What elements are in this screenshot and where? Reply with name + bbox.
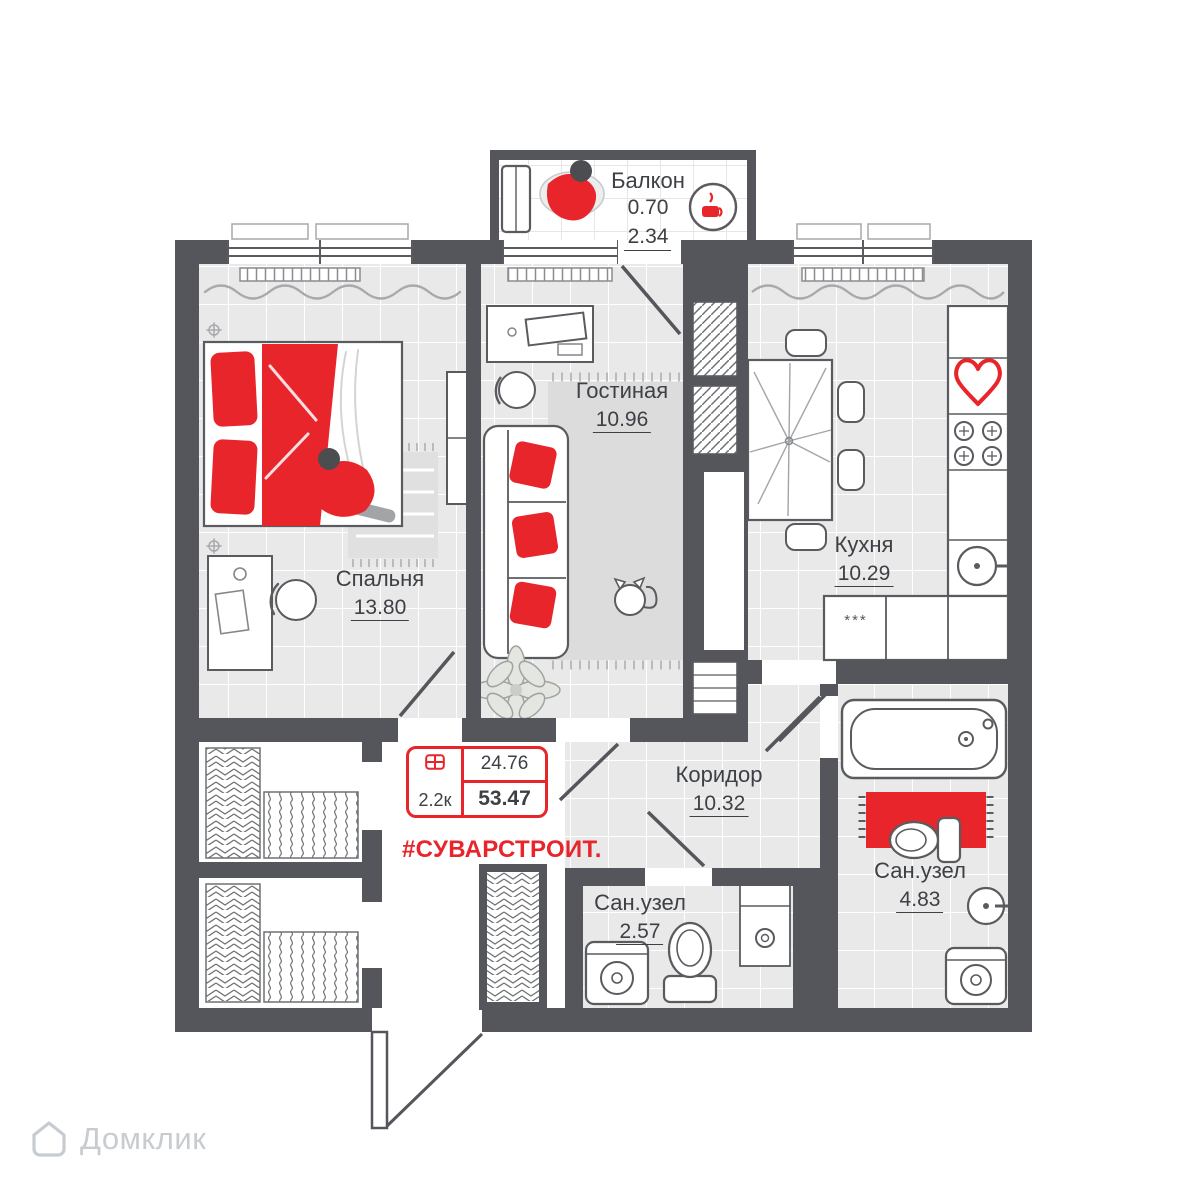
sofa	[482, 424, 570, 660]
tv-desk	[486, 305, 594, 363]
total-area-value: 53.47	[478, 787, 531, 810]
bedroom-desk	[207, 555, 273, 671]
room-area: 13.80	[350, 595, 410, 622]
domclick-house-icon	[32, 1121, 66, 1157]
room-name: Сан.узел	[874, 858, 966, 883]
door-bedroom	[398, 650, 456, 718]
bathroom-large-fixtures	[840, 698, 1008, 1006]
window-bedroom	[227, 240, 413, 264]
room-area: 10.32	[689, 791, 749, 818]
room-name: Спальня	[335, 566, 425, 591]
kitchen-chairs	[785, 329, 865, 551]
watermark-text: Домклик	[80, 1121, 207, 1156]
room-name: Гостиная	[575, 378, 669, 403]
living-room-rug	[548, 372, 686, 670]
bathtub	[840, 698, 1008, 780]
stove	[954, 421, 1002, 466]
door-kitchen	[777, 684, 836, 743]
dining-table	[746, 358, 834, 522]
door-living	[558, 742, 620, 802]
bathroom-large-label: Сан.узел 4.83	[874, 858, 966, 914]
balcony-label: Балкон 0.70 2.34	[611, 168, 685, 251]
room-area: 2.34	[624, 224, 672, 251]
info-box-rule	[464, 779, 545, 783]
bedroom-label: Спальня 13.80	[335, 566, 425, 622]
living-chair	[494, 371, 536, 409]
door-balcony	[620, 264, 682, 336]
doors	[370, 264, 836, 1130]
toilet-large	[888, 816, 962, 864]
washing-machine-small	[584, 940, 650, 1006]
living-room-label: Гостиная 10.96	[575, 378, 669, 434]
kitchen-furniture	[746, 284, 1010, 662]
coffee-cup-icon	[688, 182, 738, 232]
closet-shelving	[205, 747, 261, 859]
living-area-value: 24.76	[480, 753, 529, 774]
kitchen-sink	[956, 545, 1008, 587]
washing-machine-large	[944, 946, 1008, 1006]
living-room-furniture	[471, 305, 658, 735]
info-box-divider	[461, 749, 464, 815]
shaft-vents	[692, 301, 744, 715]
mini-plan-icon	[425, 754, 445, 770]
apartment-info-box: 2.2к 24.76 53.47	[406, 746, 548, 818]
cat-icon	[613, 576, 658, 616]
heart-icon	[954, 358, 1002, 406]
person-illustration-bedroom	[314, 448, 396, 523]
toilet-small	[662, 921, 718, 1004]
cabinet-label: ***	[844, 612, 868, 629]
wardrobe-bedroom	[446, 371, 468, 505]
room-area: 10.96	[592, 407, 652, 434]
apartment-type: 2.2к	[418, 790, 452, 810]
room-area: 2.57	[616, 919, 664, 946]
closets	[205, 747, 547, 1010]
windows	[227, 223, 934, 282]
person-illustration-balcony	[539, 160, 605, 221]
curtain-kitchen	[751, 284, 1005, 300]
room-name: Коридор	[675, 762, 763, 787]
entrance-door	[370, 1030, 484, 1130]
corridor-floor	[565, 742, 820, 868]
closet-rod	[263, 791, 359, 859]
developer-branding: #СУВАРСТРОИТ.	[402, 836, 602, 863]
balcony-items	[500, 160, 738, 234]
window-sills	[231, 223, 931, 240]
kitchen-label: Кухня 10.29	[834, 532, 894, 588]
door-bath-small	[646, 810, 706, 868]
radiators	[239, 267, 925, 282]
room-name: Сан.узел	[594, 890, 686, 915]
room-area: 10.29	[834, 561, 894, 588]
desk-chair	[269, 579, 317, 621]
bathroom-small-fixtures	[584, 875, 791, 1006]
wall-marks	[206, 322, 222, 554]
apartment-areas-cell: 24.76 53.47	[464, 749, 545, 815]
domclick-watermark: Домклик	[28, 1118, 206, 1160]
closet-rod	[263, 931, 359, 1003]
corridor-label: Коридор 10.32	[675, 762, 763, 818]
apartment-type-cell: 2.2к	[409, 749, 461, 815]
bedroom-furniture	[202, 284, 468, 671]
door-bath-large	[764, 695, 822, 753]
closet-shelving	[205, 883, 261, 1003]
bathroom-cabinet	[739, 875, 791, 967]
curtain-bedroom	[203, 284, 462, 300]
room-name: Балкон	[611, 168, 685, 193]
bath-sink	[966, 886, 1008, 926]
room-name: Кухня	[834, 532, 894, 557]
room-area: 4.83	[896, 887, 944, 914]
bathroom-small-label: Сан.узел 2.57	[594, 890, 686, 946]
window-balcony	[502, 240, 681, 264]
room-area-reduced: 0.70	[627, 196, 669, 220]
balcony-door-leaf	[500, 164, 532, 234]
hall-wardrobe	[479, 864, 547, 1010]
window-kitchen	[792, 240, 934, 264]
